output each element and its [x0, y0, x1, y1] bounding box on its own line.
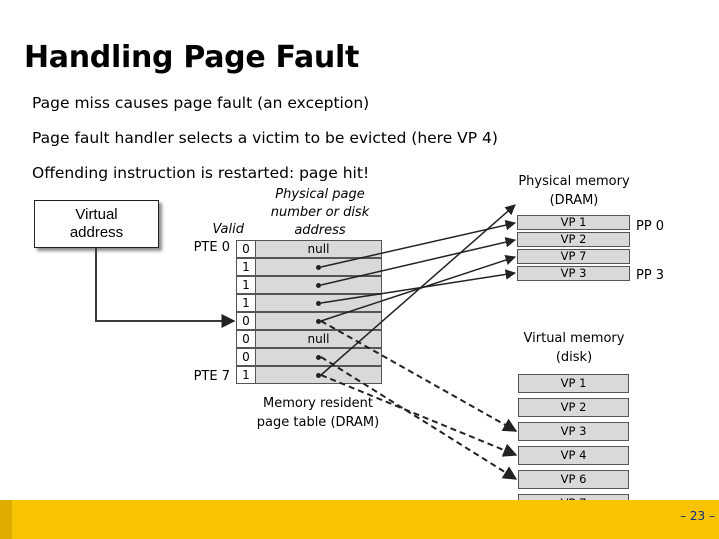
- disk-page-cell: VP 1: [518, 374, 629, 393]
- physical-page-cell: VP 1: [517, 215, 630, 230]
- disk-page-cell: VP 4: [518, 446, 629, 465]
- pointer-dot: [316, 264, 321, 270]
- disk-page-cell: VP 3: [518, 422, 629, 441]
- valid-bit: 1: [236, 276, 256, 294]
- table-entry-null: null: [256, 240, 382, 258]
- valid-bit: 0: [236, 240, 256, 258]
- disk-page-cell: VP 2: [518, 398, 629, 417]
- slide-number: – 23 –: [680, 509, 715, 523]
- virtual-address-box: Virtual address: [34, 200, 159, 248]
- page-table-row: 1: [236, 366, 382, 384]
- pointer-dot: [316, 372, 321, 378]
- slide-title: Handling Page Fault: [24, 40, 359, 75]
- pp0-label: PP 0: [636, 219, 665, 234]
- pte3-to-vp7-arrow: [320, 269, 517, 304]
- physical-page-cell: VP 3: [517, 266, 630, 281]
- table-entry-null: null: [256, 330, 382, 348]
- page-table-row: 1: [236, 294, 382, 312]
- virtual-address-arrow: [95, 248, 236, 328]
- page-table-row: 0: [236, 312, 382, 330]
- pte7-to-disk-vp4-arrow: [320, 374, 518, 457]
- physical-page-cell: VP 2: [517, 232, 630, 247]
- page-table-row: 1: [236, 258, 382, 276]
- pointer-dot: [316, 354, 321, 360]
- page-table-caption: Memory resident page table (DRAM): [256, 396, 380, 430]
- page-table-row: 0: [236, 348, 382, 366]
- table-entry-pointer: [256, 348, 382, 366]
- pp3-label: PP 3: [636, 268, 665, 283]
- virtual-address-label: Virtual address: [69, 206, 124, 241]
- pte6-to-disk-vp6-arrow: [320, 356, 518, 480]
- valid-bit: 0: [236, 348, 256, 366]
- pointer-dot: [316, 282, 321, 288]
- table-entry-pointer: [256, 366, 382, 384]
- footer-bar: [0, 500, 719, 539]
- pte7-to-vp7-arrow: [320, 204, 516, 376]
- virtual-memory-caption: Virtual memory (disk): [523, 331, 625, 365]
- pte2-to-vp2-arrow: [320, 237, 517, 286]
- pointer-dot: [316, 318, 321, 324]
- pte4-to-disk-vp3-arrow: [320, 320, 518, 432]
- table-entry-pointer: [256, 276, 382, 294]
- pte1-to-vp1-arrow: [320, 219, 517, 268]
- page-table-row: 1: [236, 276, 382, 294]
- valid-bit: 0: [236, 330, 256, 348]
- valid-bit: 1: [236, 366, 256, 384]
- bullet-page-miss: Page miss causes page fault (an exceptio…: [32, 94, 370, 112]
- valid-bit: 0: [236, 312, 256, 330]
- valid-bit: 1: [236, 258, 256, 276]
- page-table-row: 0 null: [236, 240, 382, 258]
- table-entry-pointer: [256, 258, 382, 276]
- pointer-dot: [316, 300, 321, 306]
- page-table-header-physical: Physical page number or disk address: [270, 187, 370, 238]
- footer-accent-strip: [0, 500, 12, 539]
- valid-bit: 1: [236, 294, 256, 312]
- page-table-header-valid: Valid: [212, 222, 244, 237]
- bullet-victim-evicted: Page fault handler selects a victim to b…: [32, 129, 498, 147]
- pte-0-label: PTE 0: [193, 240, 230, 255]
- bullet-instruction-restarted: Offending instruction is restarted: page…: [32, 164, 370, 182]
- physical-page-cell: VP 7: [517, 249, 630, 264]
- page-table-row: 0 null: [236, 330, 382, 348]
- pte-7-label: PTE 7: [193, 369, 230, 384]
- physical-memory-caption: Physical memory (DRAM): [518, 174, 630, 208]
- disk-page-cell: VP 6: [518, 470, 629, 489]
- pte4-to-vp4-phys-arrow: [320, 254, 516, 322]
